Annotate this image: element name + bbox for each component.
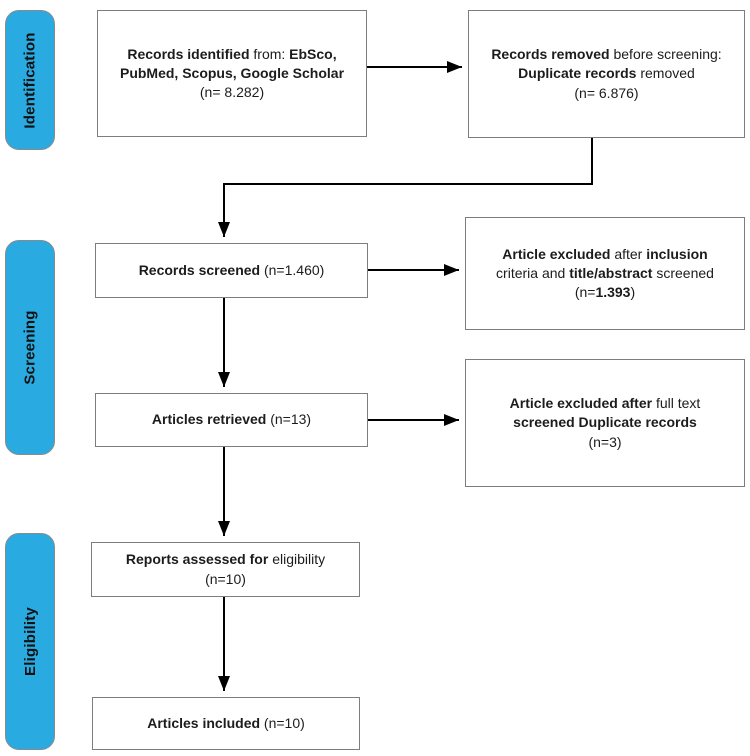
- stage-label-identification: Identification: [21, 31, 39, 129]
- stage-label-eligibility: Eligibility: [21, 607, 39, 676]
- box-records-removed-text: Records removed before screening: Duplic…: [491, 46, 722, 101]
- box-reports-assessed-text: Reports assessed for eligibility (n=10): [125, 551, 326, 587]
- stage-bar-identification: Identification: [5, 10, 55, 150]
- stage-bar-screening: Screening: [5, 240, 55, 455]
- box-records-removed: Records removed before screening: Duplic…: [468, 10, 745, 138]
- box-records-screened-text: Records screened (n=1.460): [138, 261, 325, 278]
- box-articles-retrieved-text: Articles retrieved (n=13): [151, 411, 312, 428]
- stage-label-screening: Screening: [21, 310, 39, 385]
- box-records-screened: Records screened (n=1.460): [95, 243, 368, 298]
- stage-bar-eligibility: Eligibility: [5, 533, 55, 750]
- box-articles-included-text: Articles included (n=10): [147, 714, 305, 731]
- box-excluded-title-abstract-text: Article excluded after inclusion criteri…: [496, 245, 714, 301]
- box-records-identified-text: Records identified from: EbSco, PubMed, …: [119, 45, 345, 101]
- box-excluded-full-text-text: Article excluded after full text screene…: [509, 395, 701, 450]
- box-reports-assessed: Reports assessed for eligibility (n=10): [91, 542, 360, 597]
- box-excluded-full-text: Article excluded after full text screene…: [465, 359, 745, 487]
- box-records-identified: Records identified from: EbSco, PubMed, …: [97, 10, 367, 137]
- box-articles-included: Articles included (n=10): [92, 697, 360, 750]
- box-articles-retrieved: Articles retrieved (n=13): [95, 393, 368, 447]
- box-excluded-title-abstract: Article excluded after inclusion criteri…: [465, 217, 745, 330]
